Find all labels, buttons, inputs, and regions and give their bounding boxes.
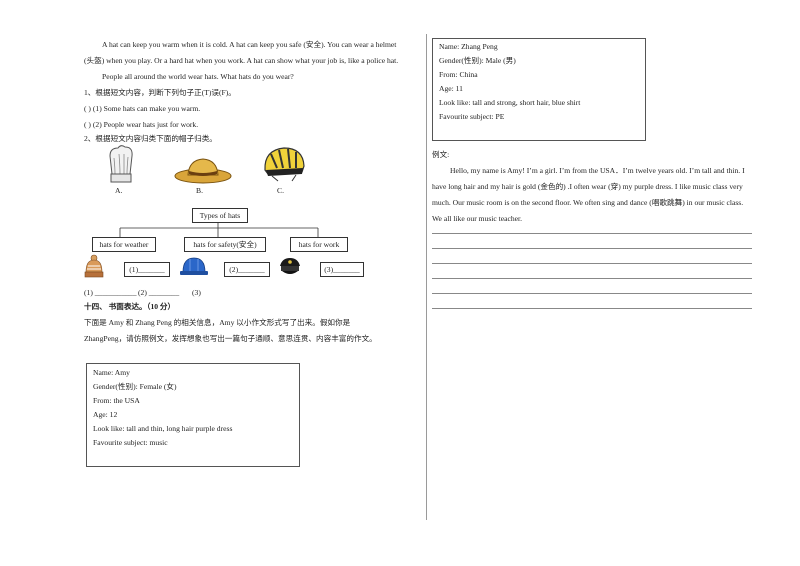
right-column: Name: Zhang Peng Gender(性别): Male (男) Fr… <box>432 0 762 566</box>
zhang-subject: Favourite subject: PE <box>439 112 505 121</box>
passage-line-3: People all around the world wear hats. W… <box>102 72 294 81</box>
amy-look: Look like: tall and thin, long hair purp… <box>93 424 233 433</box>
knit-hat-icon <box>84 254 104 278</box>
example-label: 例文: <box>432 150 450 159</box>
section-14-title: 十四、 书面表达。（10 分） <box>84 302 176 311</box>
zhang-from: From: China <box>439 70 478 79</box>
passage-line-2: (头盔) when you play. Or a hard hat when y… <box>84 56 399 65</box>
amy-gender: Gender(性别): Female (女) <box>93 382 177 391</box>
chef-hat-icon <box>109 145 133 183</box>
writing-line[interactable] <box>432 248 752 249</box>
tree-root-box: Types of hats <box>192 208 248 223</box>
answer-blank-1[interactable]: (1)_______ <box>124 262 170 277</box>
section-14-instr-1: 下面是 Amy 和 Zhang Peng 的相关信息，Amy 以小作文形式写了出… <box>84 318 351 327</box>
q2-instruction: 2、根据短文内容归类下面的帽子归类。 <box>84 134 217 143</box>
answer-line-1: (1) ___________ <box>84 288 137 297</box>
zhang-info-card: Name: Zhang Peng Gender(性别): Male (男) Fr… <box>432 38 646 141</box>
writing-line[interactable] <box>432 263 752 264</box>
q1-item-2: ( ) (2) People wear hats just for work. <box>84 120 199 129</box>
hat-label-c: C. <box>277 186 284 195</box>
example-line-1: Hello, my name is Amy! I’m a girl. I’m f… <box>450 166 745 175</box>
police-cap-icon <box>280 258 300 274</box>
helmet-icon <box>264 147 305 182</box>
amy-age: Age: 12 <box>93 410 118 419</box>
amy-info-card: Name: Amy Gender(性别): Female (女) From: t… <box>86 363 300 467</box>
example-line-4: We all like our music teacher. <box>432 214 523 223</box>
q1-blank-1[interactable]: ( ) <box>84 104 91 113</box>
amy-subject: Favourite subject: music <box>93 438 168 447</box>
zhang-name: Name: Zhang Peng <box>439 42 498 51</box>
hat-tree-connectors <box>119 222 319 237</box>
answer-blank-3[interactable]: (3)_______ <box>320 262 364 277</box>
zhang-gender: Gender(性别): Male (男) <box>439 56 516 65</box>
writing-line[interactable] <box>432 233 752 234</box>
straw-hat-icon <box>174 158 232 184</box>
writing-line[interactable] <box>432 293 752 294</box>
example-line-3: much. Our music room is on the second fl… <box>432 198 744 207</box>
passage-line-1: A hat can keep you warm when it is cold.… <box>102 40 397 49</box>
answer-blank-2[interactable]: (2)_______ <box>224 262 270 277</box>
zhang-look: Look like: tall and strong, short hair, … <box>439 98 581 107</box>
writing-line[interactable] <box>432 308 752 309</box>
q1-item-1: ( ) (1) Some hats can make you warm. <box>84 104 201 113</box>
hat-label-b: B. <box>196 186 203 195</box>
writing-line[interactable] <box>432 278 752 279</box>
category-weather-box: hats for weather <box>92 237 156 252</box>
category-safety-box: hats for safety(安全) <box>184 237 266 252</box>
amy-name: Name: Amy <box>93 368 130 377</box>
answer-line-3: (3) <box>192 288 201 297</box>
hard-hat-icon <box>180 257 208 275</box>
answer-line-2: (2) ________ <box>138 288 180 297</box>
q1-instruction: 1、根据短文内容，判断下列句子正(T)误(F)。 <box>84 88 236 97</box>
zhang-age: Age: 11 <box>439 84 463 93</box>
column-divider <box>426 34 427 520</box>
example-line-2: have long hair and my hair is gold (金色的)… <box>432 182 743 191</box>
q1-blank-2[interactable]: ( ) <box>84 120 91 129</box>
left-column: A hat can keep you warm when it is cold.… <box>84 0 424 566</box>
section-14-instr-2: ZhangPeng，请仿照例文，发挥想象也写出一篇句子通顺、意思连贯、内容丰富的… <box>84 334 377 343</box>
amy-from: From: the USA <box>93 396 140 405</box>
category-work-box: hats for work <box>290 237 348 252</box>
hat-label-a: A. <box>115 186 123 195</box>
